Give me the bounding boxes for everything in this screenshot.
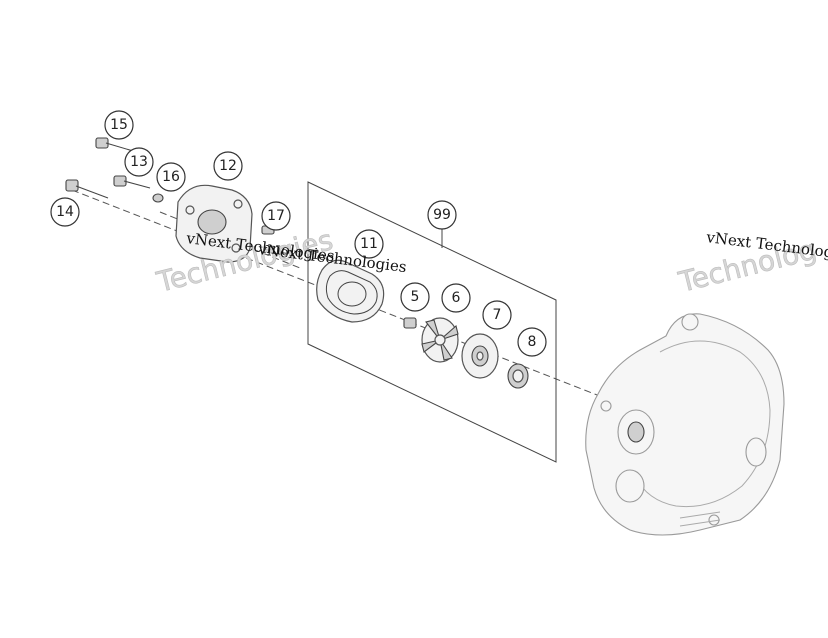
callout-99: 99 [427,200,457,230]
svg-text:8: 8 [528,334,537,350]
svg-text:11: 11 [360,236,378,252]
svg-text:14: 14 [56,204,74,220]
seal-7 [461,333,499,379]
svg-text:6: 6 [452,290,461,306]
svg-text:7: 7 [493,307,502,323]
callout-14: 14 [50,197,80,227]
callout-8: 8 [517,327,547,357]
bolt-15 [95,137,151,157]
bolt-13 [113,175,151,189]
engine-case [585,313,785,536]
callout-15: 15 [104,110,134,140]
water-pump-cover-12 [175,184,253,263]
gasket-11 [316,259,385,323]
svg-text:15: 15 [110,117,128,133]
svg-text:16: 16 [162,169,180,185]
callout-7: 7 [482,300,512,330]
bearing-8 [507,363,529,389]
callout-6: 6 [441,283,471,313]
washer-16 [152,193,164,203]
callout-16: 16 [156,162,186,192]
svg-text:99: 99 [433,207,451,223]
svg-text:13: 13 [130,154,148,170]
callout-11: 11 [354,229,384,259]
callout-12: 12 [213,151,243,181]
callout-17: 17 [261,201,291,231]
svg-text:17: 17 [267,208,285,224]
impeller-6 [421,317,459,363]
svg-text:12: 12 [219,158,237,174]
callout-13: 13 [124,147,154,177]
svg-text:5: 5 [411,289,420,305]
callout-5: 5 [400,282,430,312]
kit-outline-box [307,181,557,463]
long-bolt-14 [65,179,109,199]
part-5 [403,317,417,329]
